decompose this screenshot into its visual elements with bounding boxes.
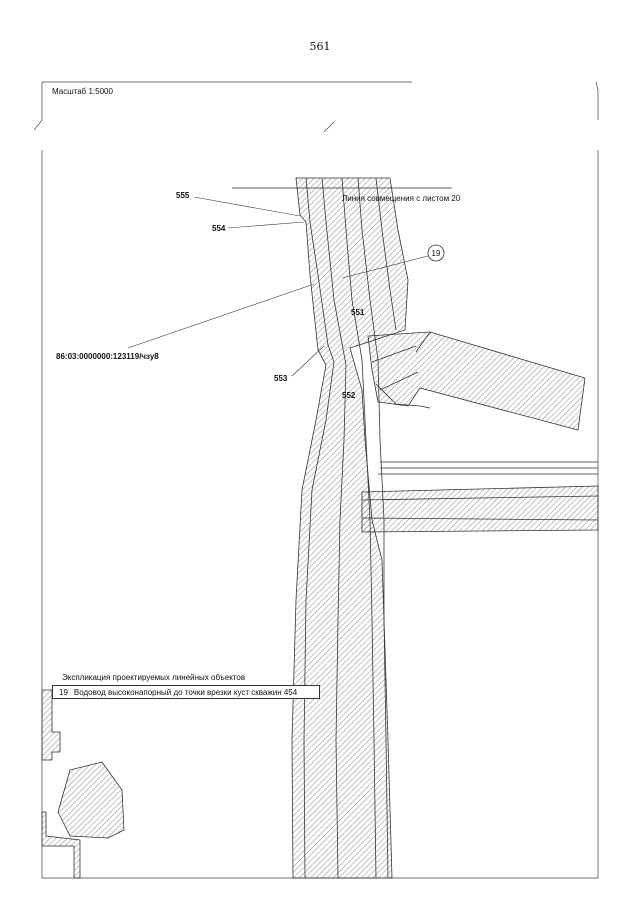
legend-title: Экспликация проектируемых линейных объек… (62, 673, 246, 682)
legend-item-text: Водовод высоконапорный до точки врезки к… (73, 688, 298, 697)
branch-upper-right (367, 331, 586, 431)
branch-right (361, 461, 599, 533)
point-label-554: 554 (212, 224, 226, 233)
main-corridor (291, 177, 409, 879)
point-label-551: 551 (351, 308, 365, 317)
leader-lines (127, 196, 429, 377)
legend-item-number: 19 (59, 688, 68, 697)
point-label-553: 553 (274, 374, 288, 383)
page-number: 561 (309, 40, 331, 53)
legend-row: 19 Водовод высоконапорный до точки врезки… (52, 685, 320, 699)
point-label-555: 555 (176, 191, 190, 200)
callout-circle (427, 244, 445, 262)
left-parcels (41, 689, 125, 879)
scale-label: Масштаб 1:5000 (52, 87, 113, 96)
match-line-label: Линия совмещения с листом 20 (342, 194, 461, 203)
cadastral-label: 86:03:0000000:123119/чзу8 (56, 352, 159, 361)
callout-label: 19 (432, 249, 441, 258)
point-label-552: 552 (342, 391, 356, 400)
